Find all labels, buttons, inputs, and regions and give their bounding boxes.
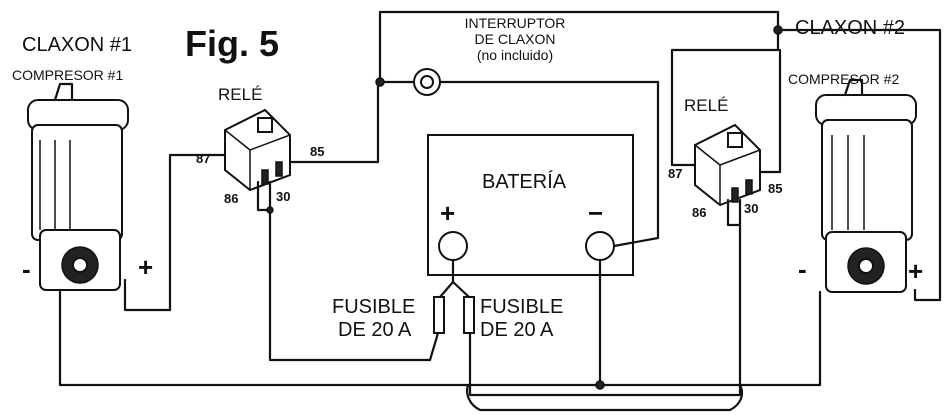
horn-1-plus-sign: + bbox=[138, 252, 154, 282]
fuse-2-label-line2: DE 20 A bbox=[480, 319, 554, 341]
battery-plus-sign: + bbox=[440, 198, 456, 228]
relay-1-pin-85: 85 bbox=[310, 144, 325, 159]
fuse-1-label-line2: DE 20 A bbox=[338, 319, 412, 341]
relay-2-pin-87: 87 bbox=[668, 166, 683, 181]
fuse-1 bbox=[433, 296, 445, 334]
switch-label-line1: INTERRUPTOR bbox=[464, 15, 566, 31]
compressor-2 bbox=[815, 78, 917, 293]
relay-1-pin-86: 86 bbox=[224, 191, 239, 206]
relay-2-pin-30: 30 bbox=[744, 201, 759, 216]
compressor-1 bbox=[27, 82, 129, 291]
figure-title: Fig. 5 bbox=[185, 23, 280, 64]
relay-2 bbox=[694, 123, 761, 207]
horn-2-label: CLAXON #2 bbox=[795, 17, 906, 39]
battery-label: BATERÍA bbox=[482, 171, 567, 193]
relay-2-pin-85: 85 bbox=[768, 181, 783, 196]
relay-2-label: RELÉ bbox=[684, 96, 729, 115]
fuse-2 bbox=[463, 296, 475, 334]
relay-1-label: RELÉ bbox=[218, 85, 263, 104]
battery-minus-sign: − bbox=[588, 198, 604, 228]
relay-1-pin-87: 87 bbox=[196, 151, 211, 166]
relay-2-pin-86: 86 bbox=[692, 205, 707, 220]
horn-1-minus-sign: - bbox=[22, 254, 31, 284]
relay-1 bbox=[224, 108, 291, 192]
battery bbox=[427, 134, 634, 276]
wires bbox=[58, 10, 942, 412]
horn-switch bbox=[413, 68, 441, 96]
horn-1-label: CLAXON #1 bbox=[22, 34, 133, 56]
relay-1-pin-30: 30 bbox=[276, 189, 291, 204]
fuse-2-label-line1: FUSIBLE bbox=[480, 296, 564, 318]
switch-label-line3: (no incluido) bbox=[476, 47, 554, 63]
horn-2-plus-sign: + bbox=[908, 256, 924, 286]
switch-label-line2: DE CLAXON bbox=[474, 31, 556, 47]
horn-2-minus-sign: - bbox=[798, 254, 807, 284]
compressor-2-label: COMPRESOR #2 bbox=[788, 71, 900, 87]
fuse-1-label-line1: FUSIBLE bbox=[332, 296, 416, 318]
compressor-1-label: COMPRESOR #1 bbox=[12, 67, 124, 83]
